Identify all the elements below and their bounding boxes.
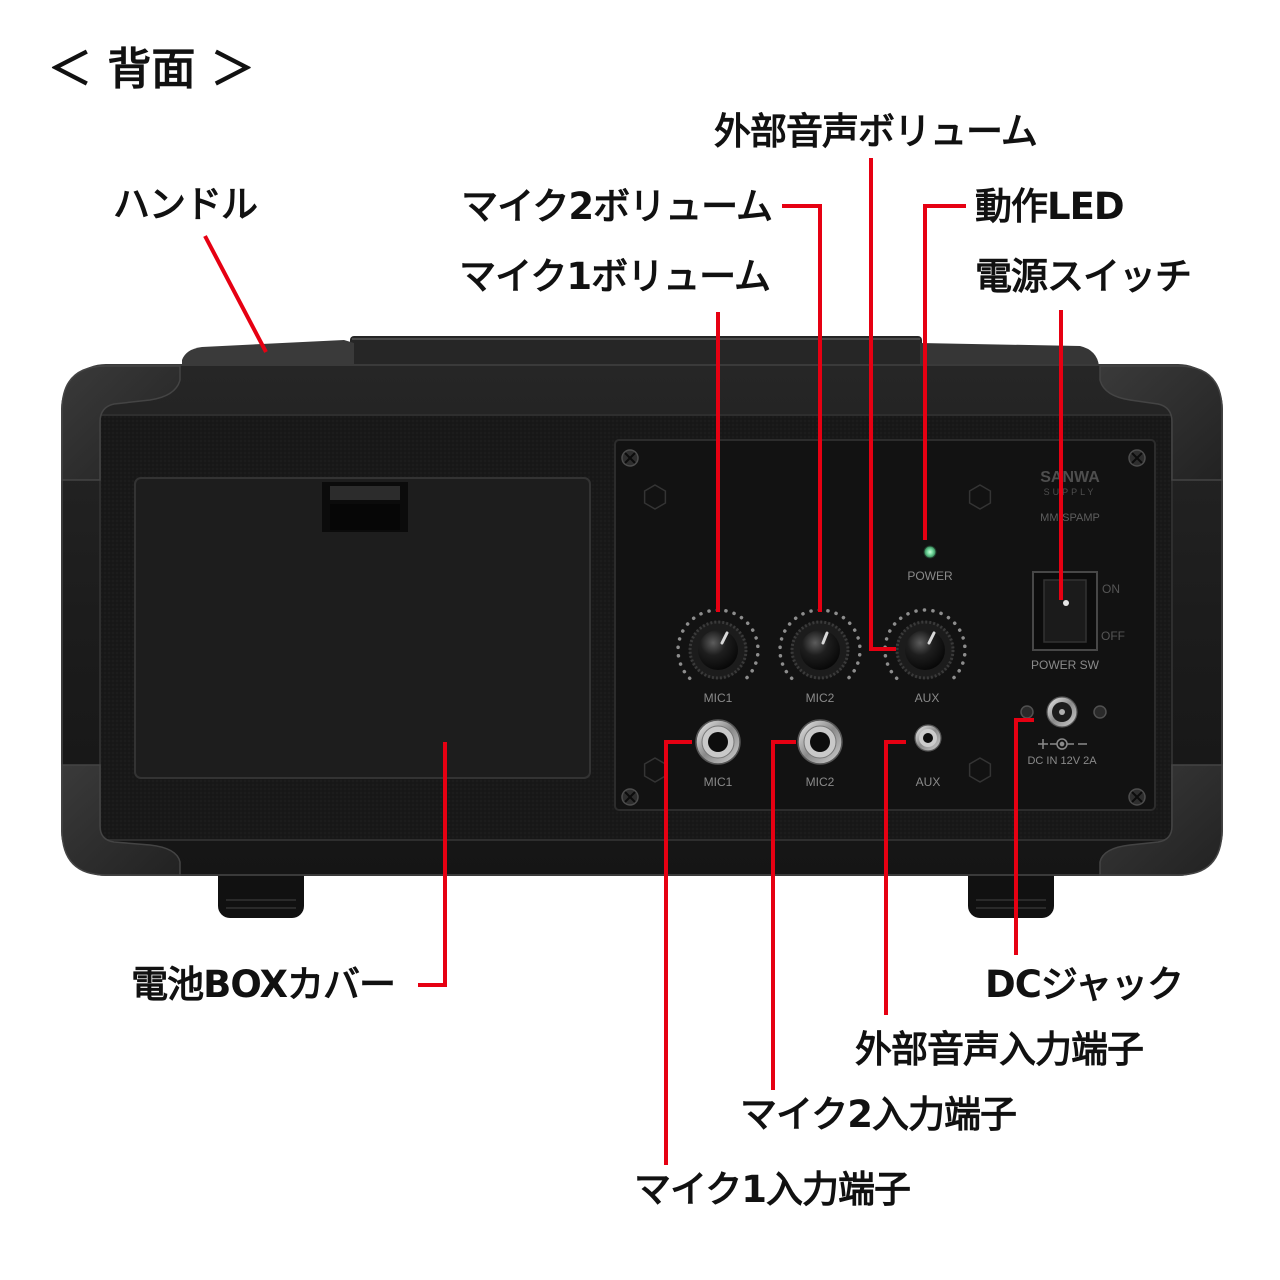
model-name: MM-SPAMP <box>1040 512 1100 524</box>
callout-label-handle: ハンドル <box>113 183 258 226</box>
callout-label-power-led: 動作LED <box>975 185 1125 228</box>
dc-jack-screw-hole <box>1020 705 1034 719</box>
callout-line-aux-input <box>884 740 906 1015</box>
power-led <box>923 545 937 559</box>
callout-label-mic2-volume: マイク2ボリューム <box>461 185 773 228</box>
panel-screw <box>1128 788 1146 806</box>
callout-line-aux-volume <box>869 158 896 651</box>
callout-line-dc-jack <box>1014 718 1034 955</box>
callout-label-mic1-input: マイク1入力端子 <box>634 1168 911 1211</box>
aux-input-jack <box>914 724 942 752</box>
dc-polarity-icon <box>1038 738 1087 750</box>
callout-line-handle <box>203 235 268 353</box>
jack-label-mic1: MIC1 <box>704 775 733 789</box>
callout-line-mic2-input <box>771 740 796 1090</box>
page-title: ＜ 背面 ＞ <box>48 44 255 95</box>
knob-label-aux: AUX <box>915 691 940 705</box>
power-switch <box>1032 571 1098 651</box>
corner-bumper-top-left <box>61 365 181 481</box>
knob-label-mic1: MIC1 <box>704 691 733 705</box>
control-panel: SANWA SUPPLY MM-SPAMP POWER ON OFF POWER… <box>614 439 1156 811</box>
callout-label-aux-input: 外部音声入力端子 <box>855 1028 1144 1071</box>
hex-mark <box>968 484 992 510</box>
callout-line-power-led <box>923 204 966 540</box>
aux-volume-knob <box>883 608 967 681</box>
callout-label-battery-cover: 電池BOXカバー <box>131 963 396 1006</box>
battery-box-cover <box>134 477 591 779</box>
dc-input-label: DC IN 12V 2A <box>1027 755 1097 767</box>
panel-screw <box>1128 449 1146 467</box>
panel-screw <box>621 788 639 806</box>
callout-line-mic2-volume <box>782 204 822 612</box>
panel-screw <box>621 449 639 467</box>
switch-off-label: OFF <box>1101 629 1125 643</box>
callout-line-battery-cover <box>418 742 447 987</box>
switch-indicator-dot <box>1063 600 1069 606</box>
callout-label-mic1-volume: マイク1ボリューム <box>459 255 771 298</box>
callout-line-mic1-input <box>664 740 692 1165</box>
callout-label-aux-volume: 外部音声ボリューム <box>714 110 1038 153</box>
knob-label-mic2: MIC2 <box>806 691 835 705</box>
dc-jack-screw-hole <box>1093 705 1107 719</box>
corner-bumper-bottom-left <box>61 764 181 876</box>
jack-label-aux: AUX <box>916 775 941 789</box>
corner-bumper-bottom-right <box>1099 764 1223 876</box>
power-led-label: POWER <box>907 569 953 583</box>
brand-logo-line1: SANWA <box>1040 469 1100 486</box>
hex-mark <box>643 484 667 510</box>
callout-label-mic2-input: マイク2入力端子 <box>740 1093 1017 1136</box>
callout-label-dc-jack: DCジャック <box>985 963 1184 1006</box>
corner-bumper-top-right <box>1099 365 1223 481</box>
callout-label-power-switch: 電源スイッチ <box>975 255 1192 298</box>
jack-label-mic2: MIC2 <box>806 775 835 789</box>
mic1-volume-knob <box>676 608 760 681</box>
dc-jack <box>1046 696 1078 728</box>
mic2-input-jack <box>797 719 843 765</box>
power-switch-label: POWER SW <box>1031 658 1100 672</box>
switch-on-label: ON <box>1102 582 1120 596</box>
mic1-input-jack <box>695 719 741 765</box>
brand-logo-line2: SUPPLY <box>1044 487 1097 497</box>
hex-mark <box>968 757 992 783</box>
